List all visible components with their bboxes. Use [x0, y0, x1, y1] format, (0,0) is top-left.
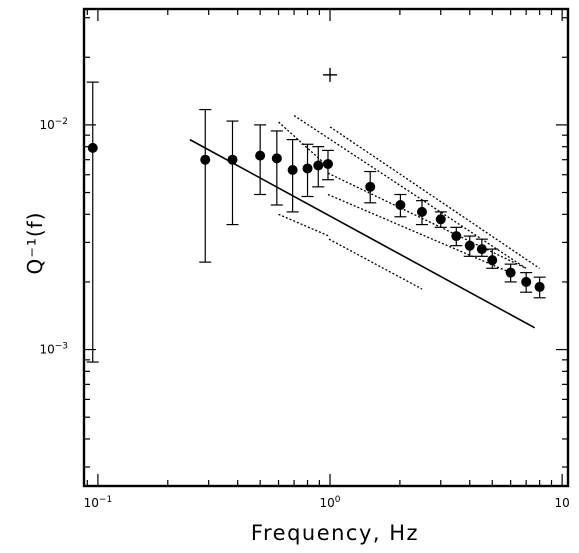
data-point [227, 154, 238, 165]
plot-frame [82, 7, 570, 488]
data-point [365, 181, 376, 192]
data-point [302, 163, 313, 174]
data-point [435, 214, 446, 225]
y-tick-exponent: −3 [55, 342, 68, 352]
y-tick-label: 10−2 [39, 117, 68, 132]
trend-line-2 [189, 138, 536, 329]
x-tick-label: 10−1 [84, 495, 113, 510]
data-point [416, 206, 427, 217]
trend-line-3 [328, 238, 423, 290]
x-tick-base: 10 [554, 496, 569, 510]
trend-line-7 [329, 126, 540, 269]
data-point [255, 150, 266, 161]
y-tick-base: 10 [39, 118, 54, 132]
data-point [271, 153, 282, 164]
x-axis-label: Frequency, Hz [251, 521, 419, 545]
data-point [521, 276, 532, 287]
y-axis-label: Q⁻¹(f) [23, 212, 47, 275]
y-tick-base: 10 [39, 343, 54, 357]
data-point [487, 255, 498, 266]
x-tick-base: 10 [320, 496, 335, 510]
trend-line-6b [293, 115, 527, 269]
data-marks [86, 67, 546, 363]
data-point [313, 160, 324, 171]
x-tick-exponent: 0 [335, 495, 341, 505]
data-point [451, 231, 462, 242]
data-point [200, 154, 211, 165]
x-tick-base: 10 [84, 496, 99, 510]
data-point [464, 240, 475, 251]
trend-line-5 [327, 193, 511, 274]
x-tick-label: 100 [320, 495, 341, 510]
trend-line-6a [327, 172, 527, 269]
data-point [322, 158, 333, 169]
data-point [476, 244, 487, 255]
x-tick-exponent: −1 [99, 495, 112, 505]
trend-line-1a [278, 213, 330, 237]
data-point [87, 142, 98, 153]
data-point [287, 164, 298, 175]
y-tick-label: 10−3 [39, 342, 68, 357]
y-tick-exponent: −2 [55, 117, 68, 127]
trend-line-1b [278, 121, 331, 169]
data-point [534, 281, 545, 292]
data-point [395, 200, 406, 211]
x-tick-label: 10 [554, 496, 569, 510]
data-point [505, 267, 516, 278]
